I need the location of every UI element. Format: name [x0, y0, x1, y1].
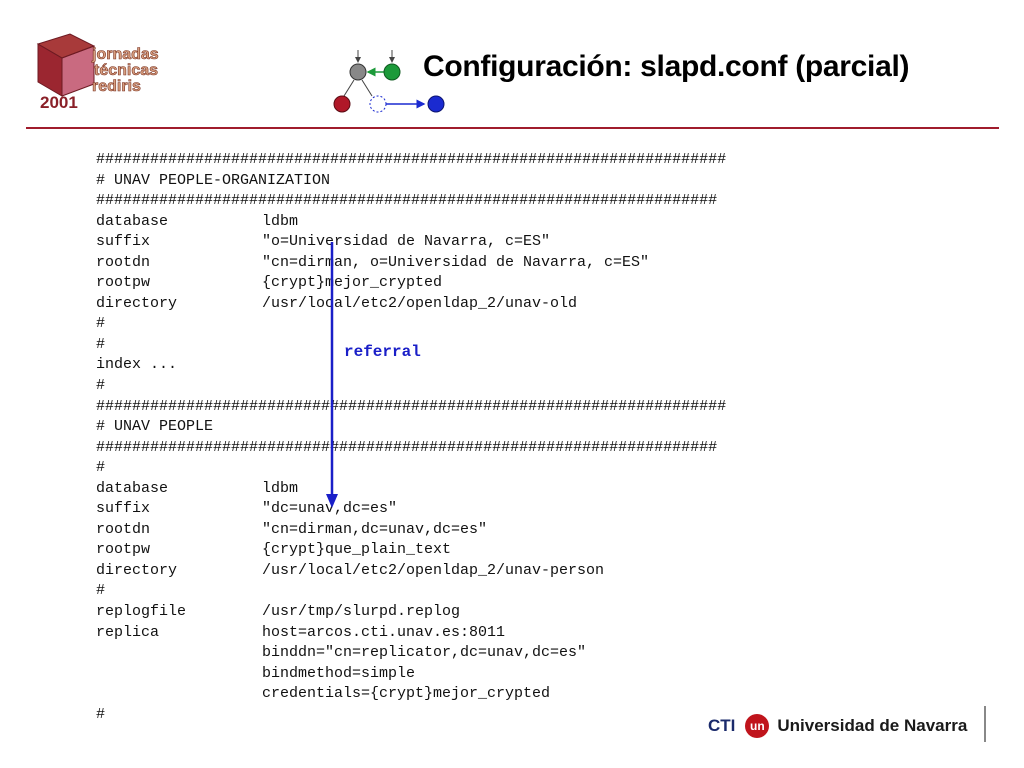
code-line: # UNAV PEOPLE	[96, 418, 214, 436]
code-line: database ldbm	[96, 212, 726, 233]
config-key: suffix	[96, 500, 151, 518]
code-line: directory/usr/local/etc2/openldap_2/unav…	[96, 294, 726, 315]
code-line: database ldbm	[96, 479, 726, 500]
code-line: #	[96, 582, 106, 600]
config-key: directory	[96, 294, 178, 312]
config-value: ldbm	[262, 479, 299, 497]
referral-arrow	[326, 242, 338, 508]
logo-line2: técnicas	[94, 62, 158, 79]
slide-title: Configuración: slapd.conf (parcial)	[423, 50, 910, 83]
config-key: replica	[96, 623, 160, 641]
config-key: database	[96, 479, 169, 497]
config-value: "cn=dirman, o=Universidad de Navarra, c=…	[262, 253, 650, 271]
config-value: bindmethod=simple	[262, 664, 416, 682]
config-key: database	[96, 212, 169, 230]
code-line: replica host=arcos.cti.unav.es:8011	[96, 623, 726, 644]
config-value: "o=Universidad de Navarra, c=ES"	[262, 233, 551, 251]
logo-year: 2001	[40, 93, 78, 112]
code-line: #	[96, 459, 106, 477]
code-line: rootpw {crypt}que_plain_text	[96, 540, 726, 561]
code-line: suffix "dc=unav,dc=es"	[96, 499, 726, 520]
config-value: host=arcos.cti.unav.es:8011	[262, 623, 506, 641]
code-line: # UNAV PEOPLE-ORGANIZATION	[96, 171, 331, 189]
config-value: "cn=dirman,dc=unav,dc=es"	[262, 520, 488, 538]
code-line: binddn="cn=replicator,dc=unav,dc=es"	[96, 643, 726, 664]
code-line: #	[96, 705, 106, 723]
code-line: ########################################…	[96, 151, 727, 168]
slapd-conf-listing: ########################################…	[96, 150, 726, 725]
code-line: rootdn "cn=dirman,dc=unav,dc=es"	[96, 520, 726, 541]
footer-divider	[984, 706, 986, 742]
config-key: rootdn	[96, 253, 151, 271]
code-line: rootdn "cn=dirman, o=Universidad de Navar…	[96, 253, 726, 274]
logo-line3: rediris	[92, 78, 141, 95]
footer-branding: CTI un Universidad de Navarra	[708, 710, 967, 742]
config-value: {crypt}mejor_crypted	[262, 274, 443, 292]
config-value: /usr/tmp/slurpd.replog	[262, 603, 461, 621]
config-key: rootdn	[96, 520, 151, 538]
code-line: ########################################…	[96, 438, 718, 456]
cti-label: CTI	[708, 716, 736, 735]
config-value: /usr/local/etc2/openldap_2/unav-old	[262, 294, 578, 312]
replication-diagram-icon	[333, 50, 445, 113]
code-line: bindmethod=simple	[96, 664, 726, 685]
un-logo-icon: un	[745, 714, 770, 738]
code-line: #	[96, 315, 106, 333]
code-line: rootpw {crypt}mejor_crypted	[96, 273, 726, 294]
code-line: replogfile/usr/tmp/slurpd.replog	[96, 602, 726, 623]
jornadas-tecnicas-rediris-logo: jornadas técnicas rediris 2001	[36, 33, 159, 112]
university-name: Universidad de Navarra	[777, 716, 968, 735]
referral-label: referral	[344, 343, 421, 361]
config-value: "dc=unav,dc=es"	[262, 500, 398, 518]
config-value: binddn="cn=replicator,dc=unav,dc=es"	[262, 644, 587, 662]
code-line: #	[96, 377, 106, 395]
config-value: ldbm	[262, 212, 299, 230]
config-key: replogfile	[96, 603, 187, 621]
code-line: credentials={crypt}mejor_crypted	[96, 684, 726, 705]
config-value: credentials={crypt}mejor_crypted	[262, 685, 551, 703]
config-key: rootpw	[96, 274, 151, 292]
config-key: suffix	[96, 233, 151, 251]
code-line: directory/usr/local/etc2/openldap_2/unav…	[96, 561, 726, 582]
config-key: rootpw	[96, 541, 151, 559]
code-line: suffix "o=Universidad de Navarra, c=ES"	[96, 232, 726, 253]
code-line: ########################################…	[96, 192, 718, 210]
config-value: {crypt}que_plain_text	[262, 541, 452, 559]
code-line: index ...	[96, 356, 178, 374]
config-value: /usr/local/etc2/openldap_2/unav-person	[262, 561, 605, 579]
title-divider	[26, 127, 999, 129]
logo-line1: jornadas	[91, 46, 159, 63]
code-line: ########################################…	[96, 397, 727, 415]
code-line: #	[96, 335, 106, 353]
config-key: directory	[96, 561, 178, 579]
